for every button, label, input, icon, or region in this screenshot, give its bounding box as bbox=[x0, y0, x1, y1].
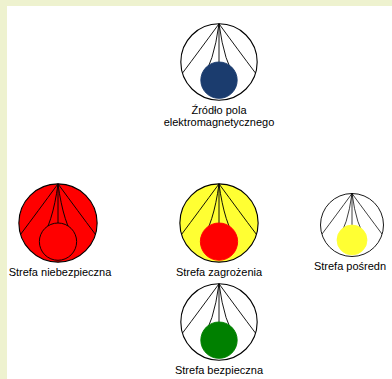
zone-node: Strefa pośredn bbox=[312, 192, 388, 274]
zone-node: Źródło pola elektromagnetycznego bbox=[154, 22, 284, 118]
zone-label: Strefa zagrożenia bbox=[163, 266, 275, 278]
zone-label: Strefa niebezpieczna bbox=[4, 266, 116, 278]
zone-label: Strefa bezpieczna bbox=[163, 364, 275, 376]
zone-node: Strefa bezpieczna bbox=[163, 282, 275, 378]
zone-icon bbox=[319, 192, 385, 258]
zone-node: Strefa niebezpieczna bbox=[4, 182, 116, 280]
zone-icon bbox=[179, 22, 259, 102]
zone-icon bbox=[17, 182, 99, 264]
zone-label: Strefa pośredn bbox=[312, 260, 388, 272]
zone-node: Strefa zagrożenia bbox=[163, 182, 275, 280]
zone-label: Źródło pola elektromagnetycznego bbox=[154, 104, 284, 128]
zone-icon bbox=[178, 182, 260, 264]
zone-icon bbox=[179, 282, 259, 362]
